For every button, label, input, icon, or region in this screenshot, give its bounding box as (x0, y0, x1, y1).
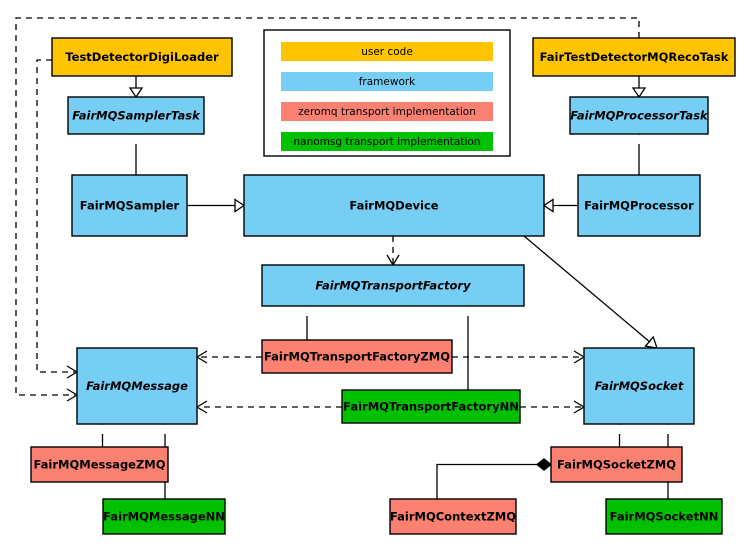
node-box[interactable] (102, 498, 226, 535)
node-label: FairMQMessageNN (103, 510, 225, 524)
edge-e-sampler-device (187, 198, 246, 213)
node-FairMQDevice[interactable]: FairMQDevice (243, 174, 545, 237)
node-FairMQSampler[interactable]: FairMQSampler (71, 174, 188, 237)
edge-e-tfnn-socket (520, 400, 586, 414)
arrow-head (128, 87, 144, 99)
node-box[interactable] (583, 347, 695, 425)
node-label: FairMQProcessorTask (570, 109, 709, 123)
node-label: FairMQDevice (349, 199, 438, 213)
edge-e-device-socket (523, 235, 658, 349)
node-label: FairMQSocket (595, 379, 684, 393)
legend-label: nanomsg transport implementation (294, 136, 481, 148)
node-FairMQMessageNN[interactable]: FairMQMessageNN (102, 498, 226, 535)
legend-item-zeromq: zeromq transport implementation (281, 102, 493, 121)
node-FairMQProcessor[interactable]: FairMQProcessor (577, 174, 701, 237)
edge-line (523, 235, 651, 343)
node-label: FairMQSocketNN (610, 510, 719, 524)
node-box[interactable] (577, 174, 701, 237)
edge-line (36, 59, 75, 373)
node-label: FairMQSamplerTask (72, 109, 201, 123)
node-label: FairMQMessageZMQ (33, 458, 165, 472)
legend-swatch (281, 42, 493, 61)
edge-e-tfnn-tf (460, 296, 476, 390)
node-FairMQContextZMQ[interactable]: FairMQContextZMQ (389, 498, 517, 535)
node-FairMQProcessorTask[interactable]: FairMQProcessorTask (569, 96, 709, 135)
node-label: FairMQTransportFactory (315, 279, 471, 293)
node-box[interactable] (605, 498, 723, 535)
legend-layer: user code framework zeromq transport imple… (263, 29, 511, 157)
node-TestDetectorDigiLoader[interactable]: TestDetectorDigiLoader (51, 37, 233, 77)
node-box[interactable] (569, 96, 709, 135)
arrow-head (631, 87, 647, 99)
edge-line (436, 463, 537, 499)
node-box[interactable] (243, 174, 545, 237)
node-label: FairMQSocketZMQ (557, 458, 676, 472)
edge-e-device-transportfactory (386, 236, 400, 267)
node-label: FairMQSampler (80, 199, 180, 213)
legend-swatch (281, 72, 493, 91)
node-box[interactable] (389, 498, 517, 535)
node-layer: TestDetectorDigiLoaderFairMQSamplerTaskF… (30, 37, 736, 535)
node-label: FairMQProcessor (584, 199, 694, 213)
legend-label: user code (361, 46, 413, 58)
legend-item-user_code: user code (281, 42, 493, 61)
node-box[interactable] (67, 96, 205, 135)
node-label: FairMQTransportFactoryZMQ (264, 350, 450, 364)
legend-item-nanomsg: nanomsg transport implementation (281, 132, 493, 151)
legend: user code framework zeromq transport imple… (263, 29, 511, 157)
node-FairTestDetectorMQRecoTask[interactable]: FairTestDetectorMQRecoTask (532, 37, 736, 77)
node-label: FairMQContextZMQ (390, 510, 516, 524)
node-box[interactable] (261, 264, 525, 307)
node-FairMQSocketNN[interactable]: FairMQSocketNN (605, 498, 723, 535)
node-box[interactable] (76, 347, 198, 425)
node-FairMQSocketZMQ[interactable]: FairMQSocketZMQ (550, 446, 683, 483)
node-box[interactable] (532, 37, 736, 77)
node-label: FairTestDetectorMQRecoTask (540, 50, 729, 64)
node-label: TestDetectorDigiLoader (65, 50, 219, 64)
edge-e-tfzmq-message (195, 350, 262, 364)
arrow-head (535, 458, 553, 471)
arrow-head (234, 198, 246, 213)
edge-e-contextzmq-socketzmq (436, 458, 553, 499)
legend-label: zeromq transport implementation (298, 106, 476, 118)
node-label: FairMQMessage (86, 379, 188, 393)
edge-line (15, 17, 640, 396)
edge-e-tfzmq-socket (452, 350, 586, 364)
legend-item-framework: framework (281, 72, 493, 91)
node-FairMQSocket[interactable]: FairMQSocket (583, 347, 695, 425)
node-FairMQSamplerTask[interactable]: FairMQSamplerTask (67, 96, 205, 135)
arrow-head (644, 335, 658, 349)
node-box[interactable] (550, 446, 683, 483)
node-box[interactable] (71, 174, 188, 237)
node-box[interactable] (261, 339, 453, 374)
node-FairMQTransportFactoryNN[interactable]: FairMQTransportFactoryNN (341, 389, 521, 424)
legend-swatch (281, 132, 493, 151)
arrow-head (542, 198, 554, 213)
node-FairMQMessageZMQ[interactable]: FairMQMessageZMQ (30, 446, 169, 483)
node-box[interactable] (51, 37, 233, 77)
legend-swatch (281, 102, 493, 121)
node-label: FairMQTransportFactoryNN (343, 400, 519, 414)
node-box[interactable] (30, 446, 169, 483)
legend-label: framework (359, 76, 416, 88)
node-FairMQTransportFactory[interactable]: FairMQTransportFactory (261, 264, 525, 307)
edge-e-tfnn-message (195, 400, 342, 414)
node-FairMQMessage[interactable]: FairMQMessage (76, 347, 198, 425)
node-box[interactable] (341, 389, 521, 424)
node-FairMQTransportFactoryZMQ[interactable]: FairMQTransportFactoryZMQ (261, 339, 453, 374)
edge-e-processor-device (542, 198, 578, 213)
arrow-head (66, 365, 79, 379)
